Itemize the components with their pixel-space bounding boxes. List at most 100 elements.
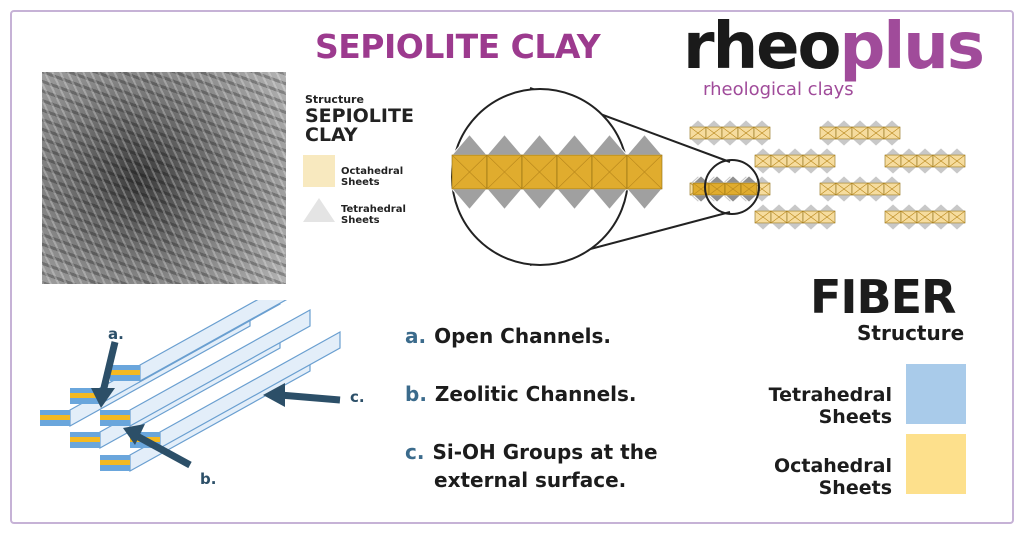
tetrahedral-swatch — [906, 364, 966, 424]
tetrahedron — [785, 203, 805, 212]
tetrahedron — [915, 147, 935, 156]
tetrahedron — [801, 147, 821, 156]
octahedral-layer — [110, 370, 140, 375]
structure-zoom-diagram — [450, 87, 967, 266]
item-open-channels: a.Open Channels. — [405, 324, 611, 348]
tetrahedron — [882, 175, 902, 184]
tetrahedron — [704, 138, 724, 147]
tetrahedron — [785, 222, 805, 231]
tetrahedron — [818, 138, 838, 147]
tetrahedron — [720, 138, 740, 147]
tetrahedron — [915, 222, 935, 231]
tetrahedron — [769, 222, 789, 231]
tetrahedron — [882, 119, 902, 128]
tetrahedron — [947, 166, 967, 175]
tetrahedron — [850, 194, 870, 203]
tetrahedron — [866, 119, 886, 128]
tetrahedron — [736, 119, 756, 128]
tetrahedron — [834, 138, 854, 147]
arrow-label-a: a. — [108, 325, 124, 343]
tetrahedron — [882, 194, 902, 203]
tetrahedron — [899, 203, 919, 212]
tetrahedron — [769, 166, 789, 175]
tetrahedron — [882, 138, 902, 147]
tetrahedron — [883, 147, 903, 156]
tetrahedron — [752, 119, 772, 128]
tetrahedron — [753, 203, 773, 212]
tetrahedron — [625, 188, 664, 211]
tetrahedron — [720, 119, 740, 128]
tetrahedron — [688, 119, 708, 128]
tetrahedron — [704, 119, 724, 128]
tetrahedron — [688, 138, 708, 147]
tetrahedral-legend-icon — [303, 198, 335, 222]
tetrahedron — [947, 147, 967, 156]
tetrahedron — [866, 138, 886, 147]
tetrahedron — [785, 166, 805, 175]
tetrahedron — [785, 147, 805, 156]
tetrahedron — [818, 119, 838, 128]
tetrahedron — [625, 133, 664, 156]
tetrahedron — [850, 138, 870, 147]
tetrahedron — [915, 203, 935, 212]
page-title: SEPIOLITE CLAY — [315, 27, 601, 66]
sem-micrograph — [42, 72, 286, 284]
tetrahedron — [736, 138, 756, 147]
tetrahedron — [931, 166, 951, 175]
tetrahedron — [947, 203, 967, 212]
tetrahedron — [850, 119, 870, 128]
tetrahedron — [899, 166, 919, 175]
tetrahedron — [834, 194, 854, 203]
tetrahedron — [947, 222, 967, 231]
octahedral-layer — [70, 393, 100, 398]
octahedral-layer — [100, 460, 130, 465]
tetrahedron — [817, 203, 837, 212]
tetrahedron — [850, 175, 870, 184]
fiber-subtitle: Structure — [857, 321, 965, 345]
octahedral-swatch — [906, 434, 966, 494]
tetrahedron — [817, 222, 837, 231]
fiber-title: FIBER — [810, 270, 956, 324]
tetrahedron — [931, 203, 951, 212]
logo: rheoplus — [683, 10, 985, 84]
small-circle — [704, 159, 760, 215]
tetrahedron — [753, 147, 773, 156]
tetrahedron — [931, 147, 951, 156]
item-zeolitic-channels: b.Zeolitic Channels. — [405, 382, 637, 406]
legend-big-title-1: SEPIOLITE — [305, 105, 414, 127]
tetrahedron — [834, 175, 854, 184]
frame-border — [10, 10, 1014, 524]
tetrahedron — [801, 166, 821, 175]
tetrahedron — [866, 194, 886, 203]
tetrahedron — [817, 166, 837, 175]
tetrahedron — [818, 175, 838, 184]
tetrahedron — [752, 138, 772, 147]
tetrahedron — [834, 119, 854, 128]
tetrahedron — [883, 166, 903, 175]
tetrahedron — [899, 147, 919, 156]
octahedral-layer — [70, 437, 100, 442]
tetrahedron — [753, 222, 773, 231]
tetrahedron — [931, 222, 951, 231]
tetrahedron — [866, 175, 886, 184]
arrow-label-c: c. — [350, 388, 365, 406]
tetrahedron — [801, 203, 821, 212]
tetrahedron — [883, 222, 903, 231]
octahedral-legend-icon — [303, 155, 335, 187]
logo-tagline: rheological clays — [703, 79, 854, 100]
tetrahedron — [915, 166, 935, 175]
fiber-channels-diagram — [40, 300, 341, 473]
arrow-label-b: b. — [200, 470, 217, 488]
octahedral-layer — [40, 415, 70, 420]
tetrahedron — [817, 147, 837, 156]
tetrahedron — [769, 203, 789, 212]
legend-big-title-2: CLAY — [305, 124, 358, 146]
legend-small-title: Structure — [305, 93, 364, 106]
octahedral-layer — [100, 415, 130, 420]
tetrahedron — [818, 194, 838, 203]
